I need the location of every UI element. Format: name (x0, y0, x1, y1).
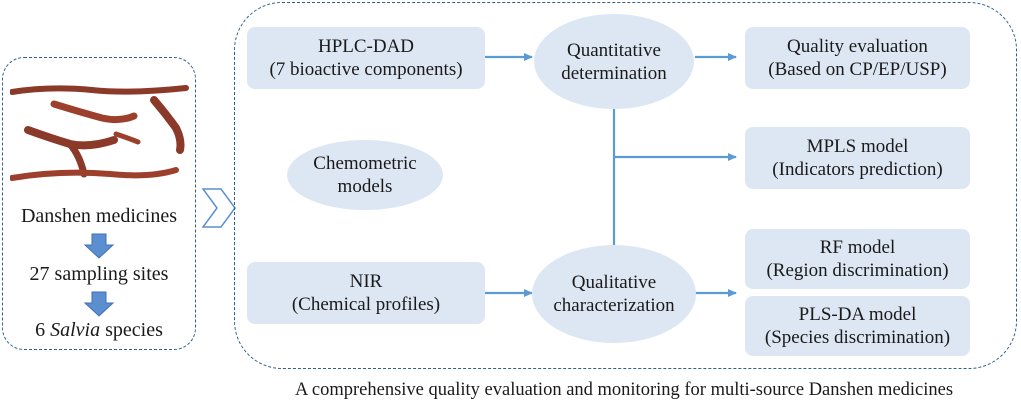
down-arrow-1 (83, 233, 115, 259)
plsda-model-subtitle: (Species discrimination) (764, 327, 951, 348)
rf-model-subtitle: (Region discrimination) (766, 260, 949, 281)
quantitative-determination-oval: Quantitative determination (534, 14, 694, 109)
salvia-species-label: 6 Salvia species (35, 319, 163, 341)
mpls-model-title: MPLS model (806, 136, 909, 157)
hplc-dad-box: HPLC-DAD (7 bioactive components) (247, 27, 485, 89)
chevron-right-icon (201, 188, 236, 228)
nir-subtitle: (Chemical profiles) (291, 294, 441, 315)
mpls-model-subtitle: (Indicators prediction) (772, 159, 943, 180)
plsda-model-title: PLS-DA model (798, 304, 917, 325)
down-arrow-2 (83, 291, 115, 317)
hplc-dad-title: HPLC-DAD (317, 36, 415, 57)
figure-caption: A comprehensive quality evaluation and m… (294, 380, 954, 400)
plsda-model-box: PLS-DA model (Species discrimination) (745, 296, 970, 356)
nir-box: NIR (Chemical profiles) (247, 262, 485, 324)
rf-model-box: RF model (Region discrimination) (745, 229, 970, 289)
danshen-medicines-label: Danshen medicines (20, 205, 178, 227)
chemometric-models-line2: models (337, 176, 393, 197)
quantitative-line2: determination (561, 62, 667, 84)
chemometric-models-oval: Chemometric models (287, 140, 443, 210)
workflow-panel (234, 2, 1017, 369)
sample-panel (2, 57, 196, 350)
nir-title: NIR (349, 271, 383, 292)
qualitative-characterization-oval: Qualitative characterization (532, 245, 696, 343)
quantitative-line1: Quantitative (567, 39, 661, 61)
quality-evaluation-title: Quality evaluation (787, 36, 928, 57)
hplc-dad-subtitle: (7 bioactive components) (269, 59, 463, 80)
quality-evaluation-subtitle: (Based on CP/EP/USP) (768, 59, 947, 80)
qualitative-line1: Qualitative (571, 272, 657, 293)
quality-evaluation-box: Quality evaluation (Based on CP/EP/USP) (745, 27, 970, 89)
sampling-sites-label: 27 sampling sites (29, 263, 169, 285)
chemometric-models-line1: Chemometric (313, 153, 417, 174)
rf-model-title: RF model (819, 237, 896, 258)
mpls-model-box: MPLS model (Indicators prediction) (745, 127, 970, 189)
danshen-root-image (9, 78, 192, 196)
qualitative-line2: characterization (553, 295, 675, 316)
